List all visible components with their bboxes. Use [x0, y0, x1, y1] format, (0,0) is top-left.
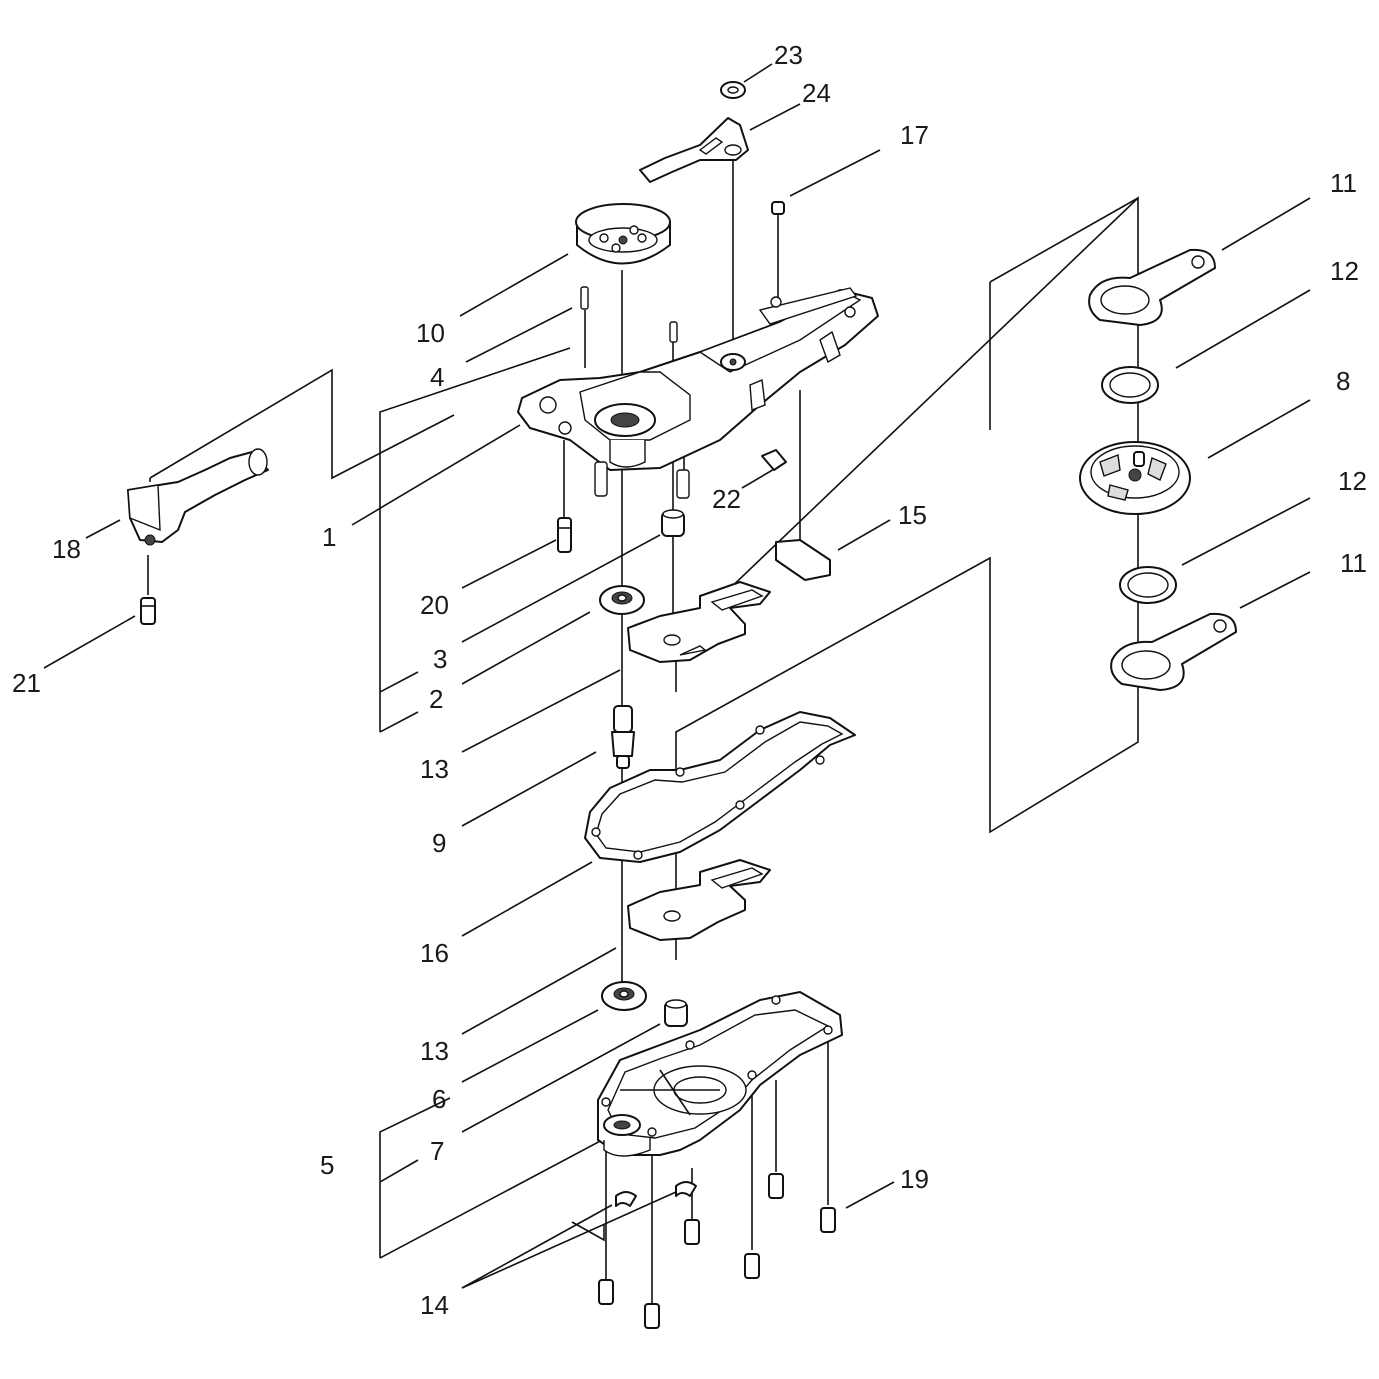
- part-tube-18: [127, 448, 269, 546]
- callout-6: 6: [432, 1084, 446, 1114]
- callout-1: 1: [322, 522, 336, 552]
- callout-13-upper: 13: [420, 754, 449, 784]
- callout-12-upper: 12: [1330, 256, 1359, 286]
- part-link-11-upper: [1088, 248, 1216, 326]
- callout-21: 21: [12, 668, 41, 698]
- part-fitting-22: [761, 449, 787, 471]
- part-shaft-9: [611, 705, 635, 769]
- part-lower-housing-5: [597, 991, 843, 1157]
- callout-2: 2: [429, 684, 443, 714]
- part-gasket-16: [584, 711, 856, 863]
- part-bearing-6: [601, 981, 647, 1011]
- callout-20: 20: [420, 590, 449, 620]
- part-cam-8: [1079, 441, 1191, 515]
- callout-5: 5: [320, 1150, 334, 1180]
- leader-lines: [43, 63, 1311, 1305]
- part-plate-13-upper: [627, 581, 771, 663]
- callout-16: 16: [420, 938, 449, 968]
- callout-10: 10: [416, 318, 445, 348]
- callout-14: 14: [420, 1290, 449, 1320]
- part-screw-17: [771, 201, 785, 215]
- callout-9: 9: [432, 828, 446, 858]
- part-clip-15: [775, 539, 831, 581]
- part-plate-24: [639, 117, 749, 183]
- part-bearing-2: [599, 585, 645, 615]
- callout-18: 18: [52, 534, 81, 564]
- part-plate-13-lower: [627, 859, 771, 941]
- part-cup-10: [575, 203, 671, 265]
- callout-4: 4: [430, 362, 444, 392]
- callout-8: 8: [1336, 366, 1350, 396]
- part-screw-21: [140, 597, 156, 625]
- part-cage-12-lower: [1119, 566, 1177, 604]
- part-washer-23: [720, 81, 746, 99]
- part-cage-12-upper: [1101, 366, 1159, 404]
- part-screws-19: [598, 1173, 836, 1329]
- part-bearing-7: [664, 999, 688, 1027]
- callout-labels: 23 24 17 11 12 8 12 11 10 4 1 18 21 22 1…: [12, 40, 1367, 1320]
- part-pins-4: [580, 286, 678, 343]
- callout-19: 19: [900, 1164, 929, 1194]
- part-screw-20: [557, 517, 572, 553]
- part-bearing-3: [661, 509, 685, 537]
- callout-13-lower: 13: [420, 1036, 449, 1066]
- callout-15: 15: [898, 500, 927, 530]
- part-upper-housing-1: [517, 287, 879, 499]
- callout-7: 7: [430, 1136, 444, 1166]
- callout-22: 22: [712, 484, 741, 514]
- part-link-11-lower: [1110, 612, 1237, 691]
- callout-23: 23: [774, 40, 803, 70]
- callout-11-lower: 11: [1340, 548, 1367, 578]
- callout-12-lower: 12: [1338, 466, 1367, 496]
- part-clips-14: [615, 1181, 697, 1207]
- callout-11-upper: 11: [1330, 168, 1357, 198]
- callout-24: 24: [802, 78, 831, 108]
- callout-3: 3: [433, 644, 447, 674]
- callout-17: 17: [900, 120, 929, 150]
